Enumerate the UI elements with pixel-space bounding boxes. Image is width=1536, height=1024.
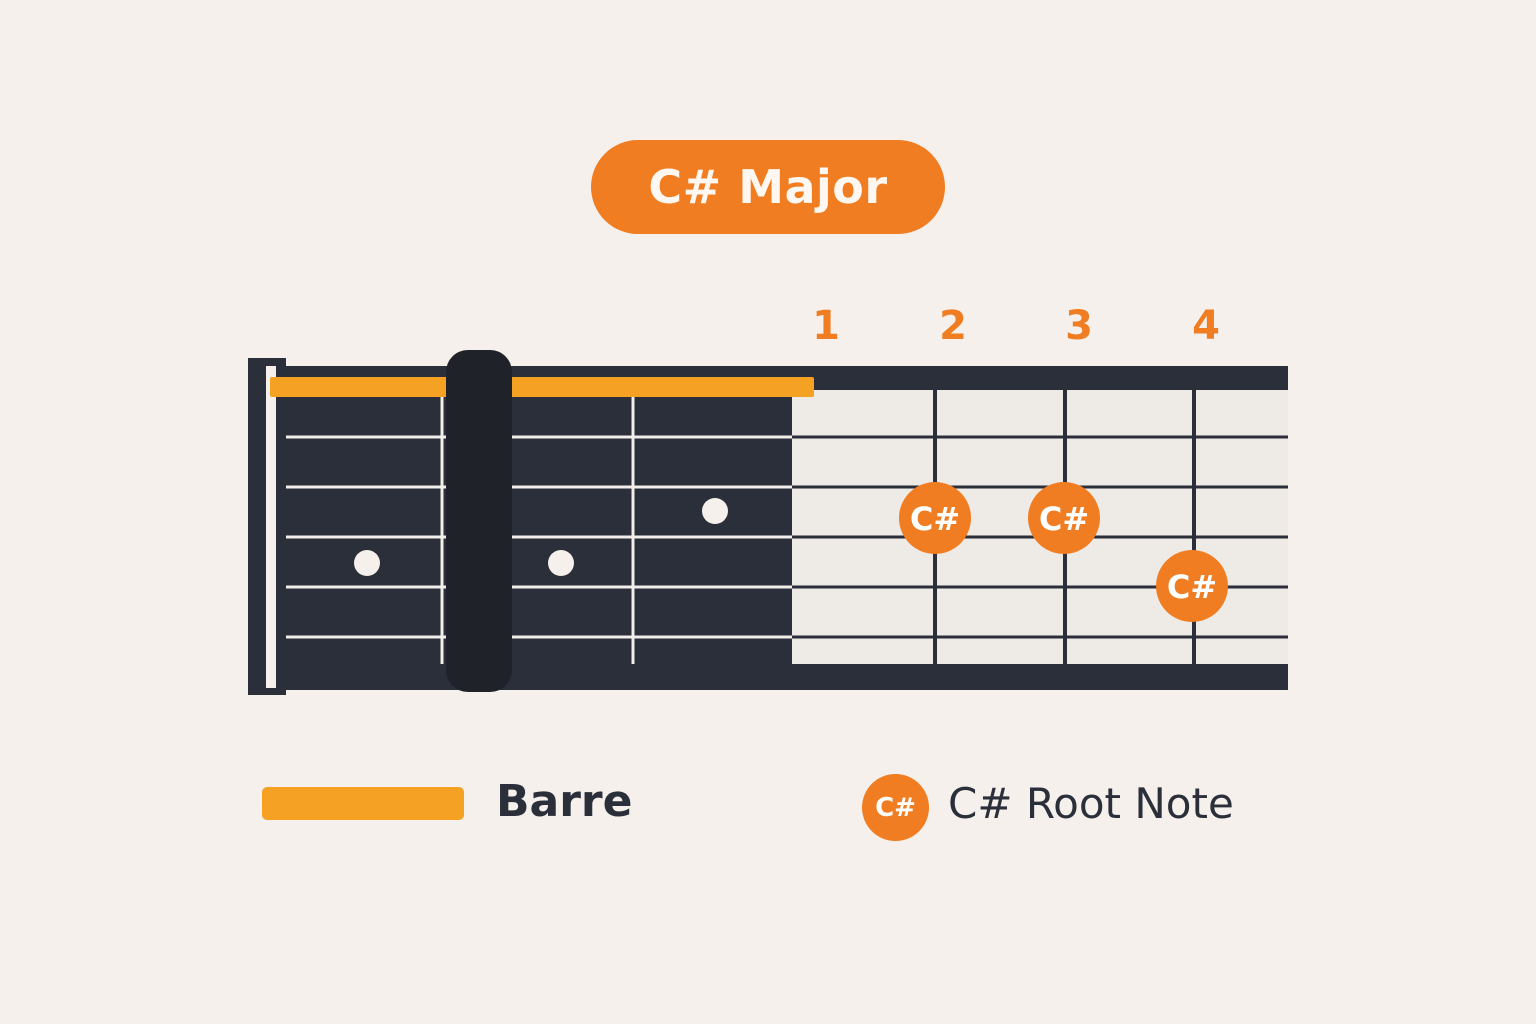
root-note-label: C# xyxy=(1039,500,1089,538)
fret-number-label: 4 xyxy=(1192,303,1220,349)
root-note-dot: C# xyxy=(1028,482,1100,554)
fret-number-label: 2 xyxy=(939,303,967,349)
position-marker-dot xyxy=(548,550,574,576)
root-note-circle xyxy=(899,482,971,554)
fret-number-label: 3 xyxy=(1065,303,1093,349)
capo xyxy=(446,350,512,692)
root-note-dot: C# xyxy=(899,482,971,554)
position-marker-dot xyxy=(354,550,380,576)
nut-highlight xyxy=(266,366,276,688)
fretboard-dark-section xyxy=(286,366,792,690)
barre-bar xyxy=(270,377,814,397)
root-note-label: C# xyxy=(1167,568,1217,606)
root-note-label: C# xyxy=(910,500,960,538)
root-note-circle xyxy=(1028,482,1100,554)
legend-root-label: C# Root Note xyxy=(948,779,1234,828)
legend-barre-swatch xyxy=(262,787,464,820)
root-note-dot: C# xyxy=(1156,550,1228,622)
fret-number-label: 1 xyxy=(812,303,840,349)
legend-barre-label: Barre xyxy=(496,776,633,827)
legend-root-dot: C# xyxy=(862,774,929,841)
position-marker-dot xyxy=(702,498,728,524)
root-notes: C# C# C# xyxy=(899,482,1228,622)
chord-title: C# Major xyxy=(591,140,945,234)
root-note-circle xyxy=(1156,550,1228,622)
